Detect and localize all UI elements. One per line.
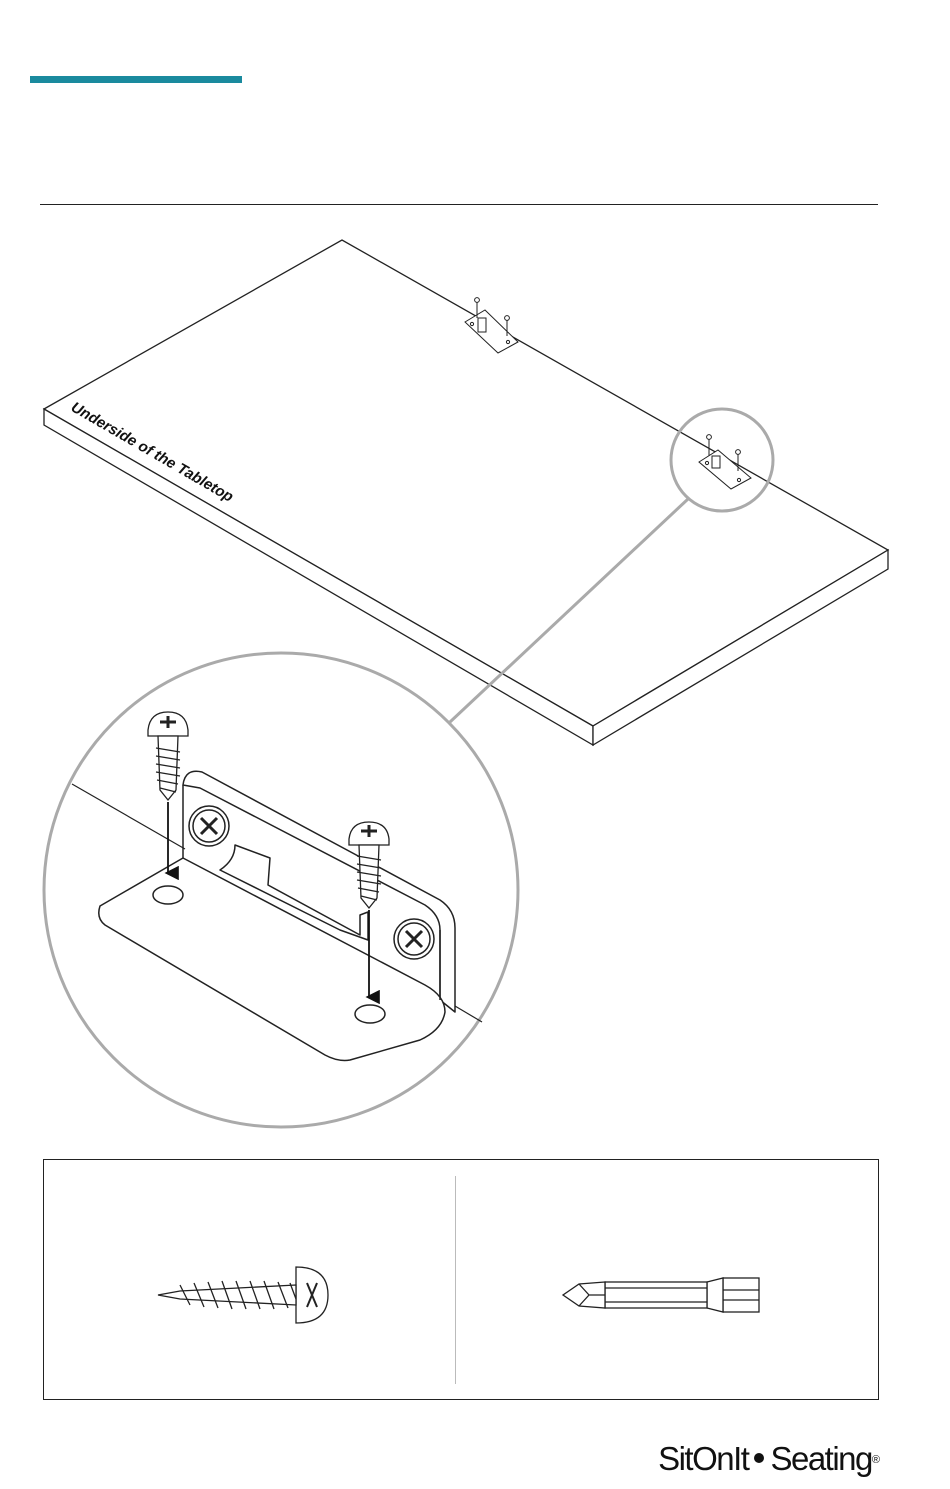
brand-logo: SitOnIt Seating® [658, 1440, 880, 1478]
registered-mark: ® [872, 1454, 880, 1466]
brand-name-left: SitOnIt [658, 1440, 748, 1477]
brand-dot [754, 1453, 764, 1463]
detail-circle [44, 653, 518, 1127]
parts-divider [455, 1176, 456, 1384]
brand-name-right: Seating [770, 1440, 871, 1477]
phillips-bit-icon [555, 1270, 765, 1320]
assembly-illustration: Underside of the Tabletop [0, 0, 950, 1150]
pan-head-screw-icon [150, 1255, 340, 1335]
